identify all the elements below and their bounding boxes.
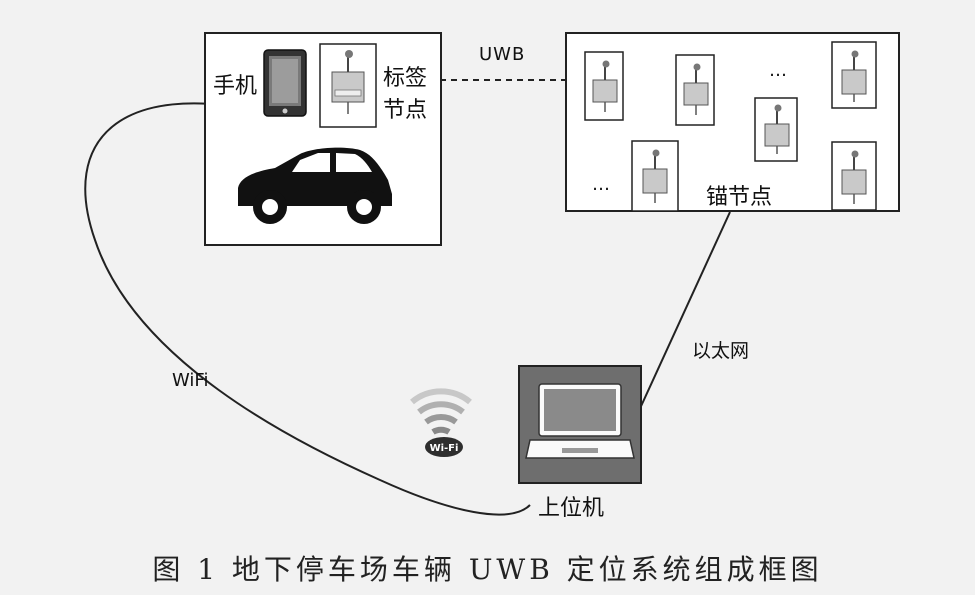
anchor-node-1 bbox=[584, 51, 624, 121]
phone-label: 手机 bbox=[213, 74, 258, 99]
anchor-node-2 bbox=[675, 54, 715, 126]
wifi-link-curve bbox=[84, 102, 531, 516]
host-computer-label: 上位机 bbox=[538, 496, 605, 521]
wifi-label: WiFi bbox=[172, 370, 209, 391]
tag-node-label-line1: 标签 bbox=[383, 66, 428, 91]
anchor-node-4 bbox=[831, 41, 877, 109]
smartphone-icon bbox=[263, 49, 307, 117]
wifi-logo-text: Wi-Fi bbox=[430, 443, 459, 454]
anchor-ellipsis-left: … bbox=[592, 174, 612, 195]
ethernet-label: 以太网 bbox=[692, 340, 750, 362]
laptop-icon bbox=[518, 365, 642, 484]
tag-node-label-line2: 节点 bbox=[383, 98, 428, 123]
tag-node-icon bbox=[319, 43, 377, 128]
ethernet-link bbox=[636, 211, 731, 416]
uwb-label: UWB bbox=[479, 44, 526, 65]
car-icon bbox=[238, 147, 392, 224]
anchor-node-6 bbox=[831, 141, 877, 211]
anchor-node-3 bbox=[754, 97, 798, 162]
anchor-node-label: 锚节点 bbox=[706, 185, 773, 210]
anchor-node-5 bbox=[631, 140, 679, 212]
wifi-icon: Wi-Fi bbox=[410, 388, 472, 457]
figure-caption: 图 1 地下停车场车辆 UWB 定位系统组成框图 bbox=[152, 553, 823, 586]
anchor-ellipsis-top: … bbox=[769, 60, 789, 81]
